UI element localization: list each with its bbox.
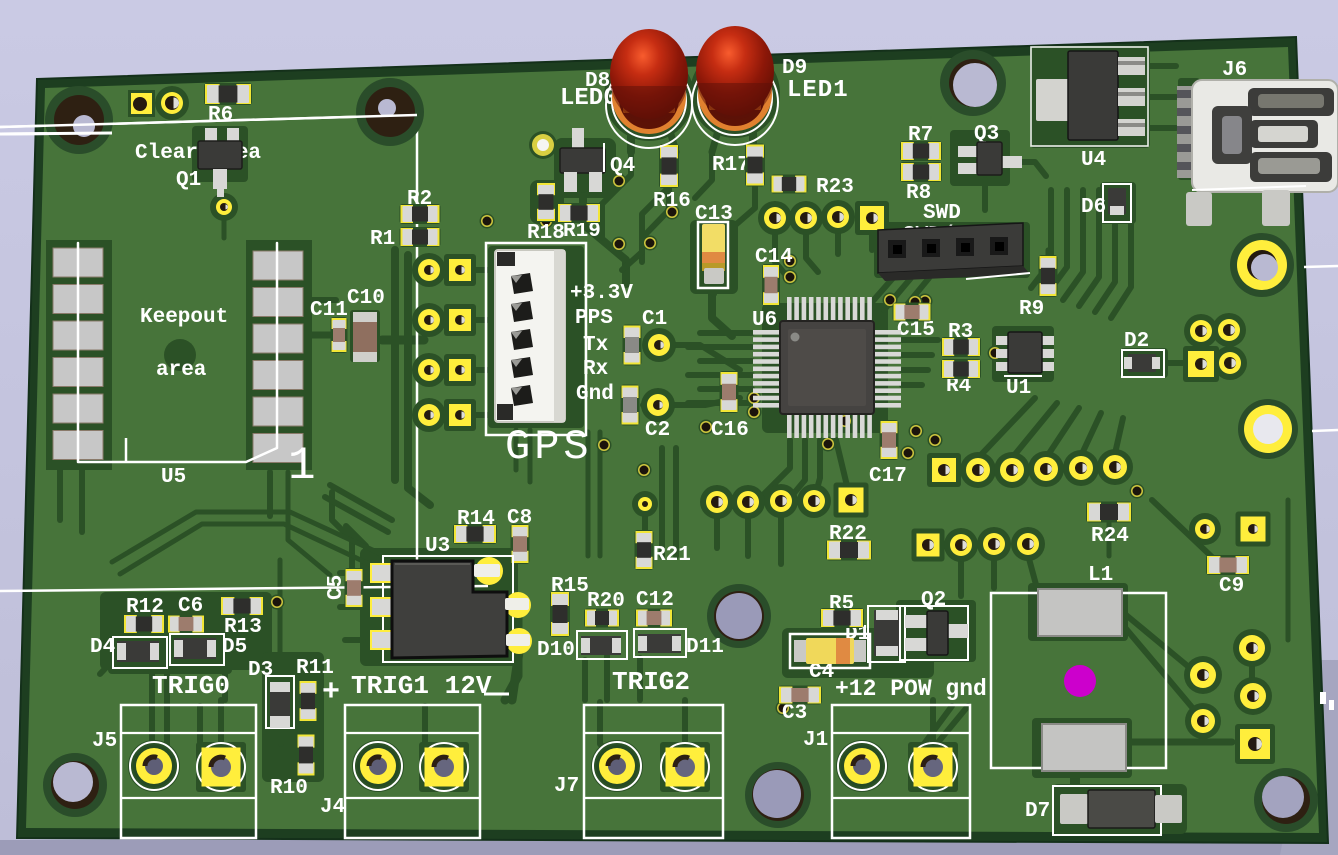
- svg-text:D10: D10: [537, 639, 575, 662]
- svg-text:J1: J1: [803, 729, 828, 752]
- svg-text:Q2: Q2: [921, 589, 946, 612]
- svg-text:+3.3V: +3.3V: [570, 282, 633, 305]
- svg-text:+12 POW gnd: +12 POW gnd: [835, 676, 987, 702]
- svg-text:SWD: SWD: [923, 202, 961, 225]
- svg-text:D4: D4: [90, 636, 115, 659]
- svg-text:R23: R23: [816, 176, 854, 199]
- svg-text:R6: R6: [208, 104, 233, 127]
- svg-text:Q4: Q4: [610, 155, 635, 178]
- svg-text:Tx: Tx: [583, 334, 609, 357]
- svg-text:C17: C17: [869, 465, 907, 488]
- svg-text:L1: L1: [1088, 564, 1113, 587]
- svg-text:GPS: GPS: [505, 423, 593, 471]
- svg-text:J6: J6: [1222, 59, 1247, 82]
- svg-text:R16: R16: [653, 190, 691, 213]
- svg-text:TRIG2: TRIG2: [612, 667, 690, 697]
- svg-text:R4: R4: [946, 375, 971, 398]
- svg-text:J7: J7: [554, 775, 579, 798]
- svg-text:D3: D3: [248, 659, 273, 682]
- svg-text:C2: C2: [645, 419, 670, 442]
- svg-text:Gnd: Gnd: [576, 383, 614, 406]
- svg-text:C3: C3: [782, 702, 807, 725]
- svg-text:U4: U4: [1081, 149, 1106, 172]
- svg-text:D7: D7: [1025, 800, 1050, 823]
- svg-text:C1: C1: [642, 308, 667, 331]
- svg-text:C11: C11: [310, 299, 348, 322]
- svg-text:J4: J4: [320, 796, 345, 819]
- svg-text:R20: R20: [587, 590, 625, 613]
- svg-text:D2: D2: [1124, 330, 1149, 353]
- svg-text:U5: U5: [161, 466, 186, 489]
- svg-text:C15: C15: [897, 319, 935, 342]
- svg-text:D8: D8: [585, 70, 610, 93]
- svg-text:LED1: LED1: [787, 77, 849, 104]
- svg-text:Q3: Q3: [974, 123, 999, 146]
- svg-text:Keepout: Keepout: [140, 306, 228, 329]
- svg-text:R17: R17: [712, 154, 750, 177]
- svg-text:R12: R12: [126, 596, 164, 619]
- svg-text:R11: R11: [296, 657, 334, 680]
- svg-text:1: 1: [288, 440, 316, 492]
- svg-text:D5: D5: [222, 636, 247, 659]
- svg-text:C13: C13: [695, 203, 733, 226]
- svg-text:C12: C12: [636, 589, 674, 612]
- svg-text:R21: R21: [653, 544, 691, 567]
- svg-text:C4: C4: [809, 661, 834, 684]
- svg-text:D11: D11: [686, 636, 724, 659]
- svg-text:Rx: Rx: [583, 358, 609, 381]
- svg-text:C5: C5: [325, 575, 348, 600]
- svg-text:U3: U3: [425, 535, 450, 558]
- svg-text:R18: R18: [527, 222, 565, 245]
- svg-text:U6: U6: [752, 309, 777, 332]
- svg-text:R10: R10: [270, 777, 308, 800]
- svg-text:R8: R8: [906, 182, 931, 205]
- svg-text:D6: D6: [1081, 196, 1106, 219]
- svg-text:Q1: Q1: [176, 169, 201, 192]
- svg-text:R13: R13: [224, 616, 262, 639]
- svg-text:TRIG0: TRIG0: [152, 671, 230, 701]
- svg-text:U1: U1: [1006, 377, 1031, 400]
- svg-text:R19: R19: [563, 220, 601, 243]
- svg-text:area: area: [156, 359, 207, 382]
- svg-text:R9: R9: [1019, 298, 1044, 321]
- svg-text:+: +: [322, 676, 340, 710]
- svg-text:C14: C14: [755, 246, 793, 269]
- svg-text:C6: C6: [178, 595, 203, 618]
- svg-text:J5: J5: [92, 730, 117, 753]
- svg-text:C10: C10: [347, 287, 385, 310]
- svg-text:C16: C16: [711, 419, 749, 442]
- svg-text:D9: D9: [782, 57, 807, 80]
- svg-text:R1: R1: [370, 228, 395, 251]
- svg-text:PPS: PPS: [575, 307, 613, 330]
- svg-text:TRIG1 12V: TRIG1 12V: [351, 671, 492, 701]
- svg-text:C9: C9: [1219, 575, 1244, 598]
- svg-text:R24: R24: [1091, 525, 1129, 548]
